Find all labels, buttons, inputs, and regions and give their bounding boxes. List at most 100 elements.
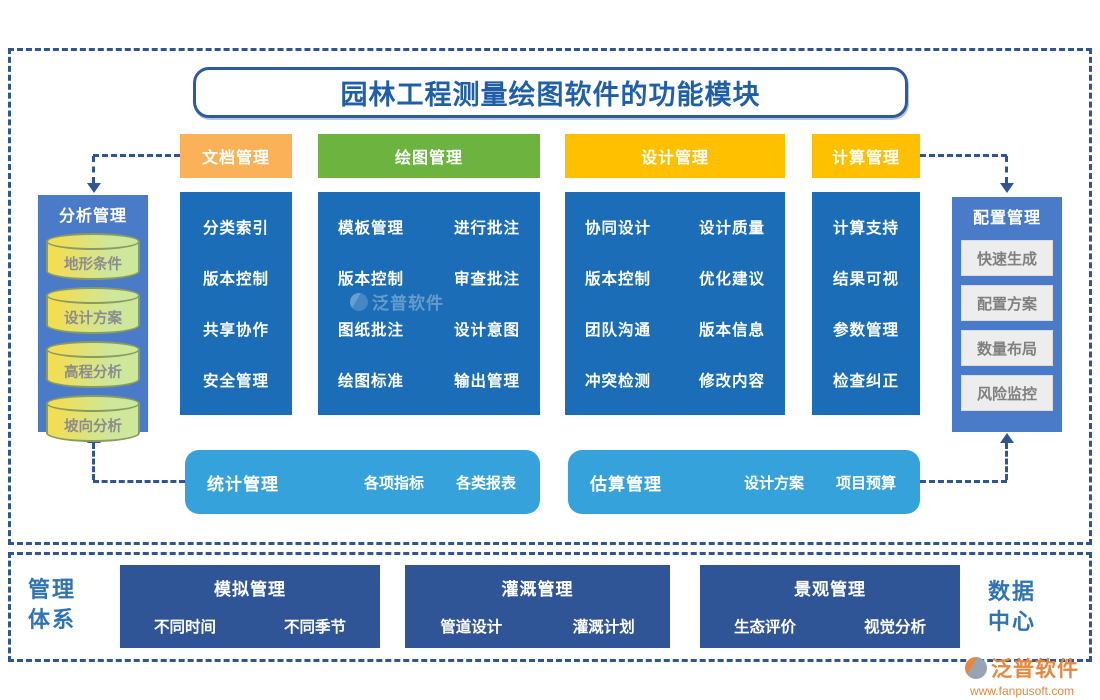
database-cylinder: 高程分析 (46, 341, 140, 388)
tab-document-management: 文档管理 (180, 134, 292, 178)
elbow-connector (92, 156, 95, 183)
module-item: 设计意图 (453, 321, 520, 339)
bar-item: 设计方案 (743, 474, 804, 492)
simulation-management-box: 模拟管理 不同时间 不同季节 (120, 565, 380, 648)
irrigation-management-box: 灌溉管理 管道设计 灌溉计划 (405, 565, 670, 648)
estimate-bar-items: 设计方案 项目预算 (744, 472, 920, 493)
cylinder-top-icon (46, 233, 140, 250)
database-cylinder: 坡向分析 (46, 395, 140, 442)
module-column-design: 协同设计 设计质量 版本控制 优化建议 团队沟通 版本信息 冲突检测 修改内容 (565, 192, 785, 415)
box-title: 灌溉管理 (501, 580, 574, 599)
module-item: 计算支持 (832, 220, 899, 238)
elbow-connector (1005, 443, 1008, 480)
analysis-management-panel: 分析管理 地形条件 设计方案 高程分析 坡向分析 (38, 195, 148, 442)
module-row: 协同设计 设计质量 (565, 216, 785, 238)
box-item: 视觉分析 (863, 619, 926, 636)
module-item: 团队沟通 (585, 321, 652, 339)
label-line: 数据 (988, 579, 1037, 604)
arrow-down-icon (87, 183, 101, 193)
elbow-connector (93, 480, 185, 483)
brand-name: 泛普软件 (991, 658, 1079, 681)
elbow-connector (93, 154, 180, 157)
module-row: 模板管理 进行批注 (318, 216, 540, 238)
label-line: 管理 (28, 577, 77, 602)
module-item: 绘图标准 (338, 372, 405, 390)
box-item: 管道设计 (440, 619, 503, 636)
module-item: 结果可视 (832, 271, 899, 289)
config-item: 配置方案 (961, 285, 1053, 321)
module-item: 检查纠正 (832, 372, 899, 390)
module-row: 团队沟通 版本信息 (565, 318, 785, 340)
module-item: 版本控制 (202, 271, 269, 289)
tab-drawing-management: 绘图管理 (318, 134, 540, 178)
statistics-bar-title: 统计管理 (207, 474, 279, 494)
tab-calculation-management: 计算管理 (812, 134, 920, 178)
analysis-panel-title: 分析管理 (58, 208, 127, 225)
cylinder-top-icon (46, 341, 140, 358)
diagram-title: 园林工程测量绘图软件的功能模块 (193, 67, 908, 118)
config-item: 快速生成 (961, 240, 1053, 276)
module-item: 设计质量 (698, 220, 765, 238)
module-item: 修改内容 (698, 372, 765, 390)
brand-url[interactable]: www.fanpusoft.com (969, 684, 1075, 698)
elbow-connector (92, 443, 95, 480)
bottom-dashed-frame (8, 552, 1092, 662)
module-item: 版本控制 (585, 271, 652, 289)
elbow-connector (920, 480, 1007, 483)
bar-item: 各类报表 (455, 474, 516, 492)
box-items: 管道设计 灌溉计划 (405, 615, 670, 637)
management-system-label: 管理 体系 (28, 575, 76, 634)
landscape-management-box: 景观管理 生态评价 视觉分析 (700, 565, 960, 648)
database-cylinder: 设计方案 (46, 287, 140, 334)
bar-item: 各项指标 (363, 474, 424, 492)
module-item: 进行批注 (453, 220, 520, 238)
module-item: 模板管理 (338, 220, 405, 238)
config-item: 风险监控 (961, 375, 1053, 411)
statistics-management-bar: 统计管理 各项指标 各类报表 (185, 450, 540, 514)
cylinder-top-icon (46, 287, 140, 304)
brand-logo[interactable]: 泛普软件 www.fanpusoft.com (948, 653, 1096, 698)
label-line: 中心 (988, 608, 1037, 634)
estimate-management-bar: 估算管理 设计方案 项目预算 (568, 450, 920, 514)
box-items: 不同时间 不同季节 (120, 615, 380, 637)
module-item: 输出管理 (453, 372, 520, 390)
box-title: 景观管理 (794, 580, 866, 599)
estimate-bar-title: 估算管理 (590, 474, 662, 494)
module-column-calculation: 计算支持 结果可视 参数管理 检查纠正 (812, 192, 920, 415)
module-row: 版本控制 审查批注 (318, 267, 540, 289)
bar-item: 项目预算 (835, 474, 896, 492)
box-item: 不同时间 (153, 619, 216, 636)
module-item: 共享协作 (202, 321, 269, 339)
module-item: 安全管理 (202, 372, 269, 390)
module-row: 冲突检测 修改内容 (565, 369, 785, 391)
elbow-connector (1005, 156, 1008, 183)
module-item: 冲突检测 (585, 372, 652, 390)
module-item: 版本控制 (338, 271, 405, 289)
module-item: 审查批注 (453, 271, 520, 289)
module-row: 图纸批注 设计意图 (318, 318, 540, 340)
arrow-down-icon (1000, 183, 1014, 193)
module-item: 协同设计 (585, 220, 652, 238)
top-dashed-frame (8, 48, 1092, 545)
elbow-connector (920, 154, 1007, 157)
box-item: 生态评价 (733, 619, 796, 636)
arrow-up-icon (1000, 433, 1014, 443)
config-item: 数量布局 (961, 330, 1053, 366)
config-management-panel: 配置管理 快速生成 配置方案 数量布局 风险监控 (952, 197, 1062, 432)
box-item: 灌溉计划 (572, 619, 635, 636)
statistics-bar-items: 各项指标 各类报表 (364, 472, 540, 493)
module-column-document: 分类索引 版本控制 共享协作 安全管理 (180, 192, 292, 415)
label-line: 体系 (28, 606, 77, 632)
config-panel-title: 配置管理 (972, 210, 1041, 227)
module-item: 分类索引 (202, 220, 269, 238)
cylinder-top-icon (46, 395, 140, 412)
box-items: 生态评价 视觉分析 (700, 615, 960, 637)
module-item: 参数管理 (832, 321, 899, 339)
box-item: 不同季节 (283, 619, 346, 636)
module-item: 版本信息 (698, 321, 765, 339)
module-item: 图纸批注 (338, 321, 405, 339)
module-item: 优化建议 (698, 271, 765, 289)
fanpu-logo-icon (965, 657, 987, 679)
data-center-label: 数据 中心 (988, 577, 1036, 636)
